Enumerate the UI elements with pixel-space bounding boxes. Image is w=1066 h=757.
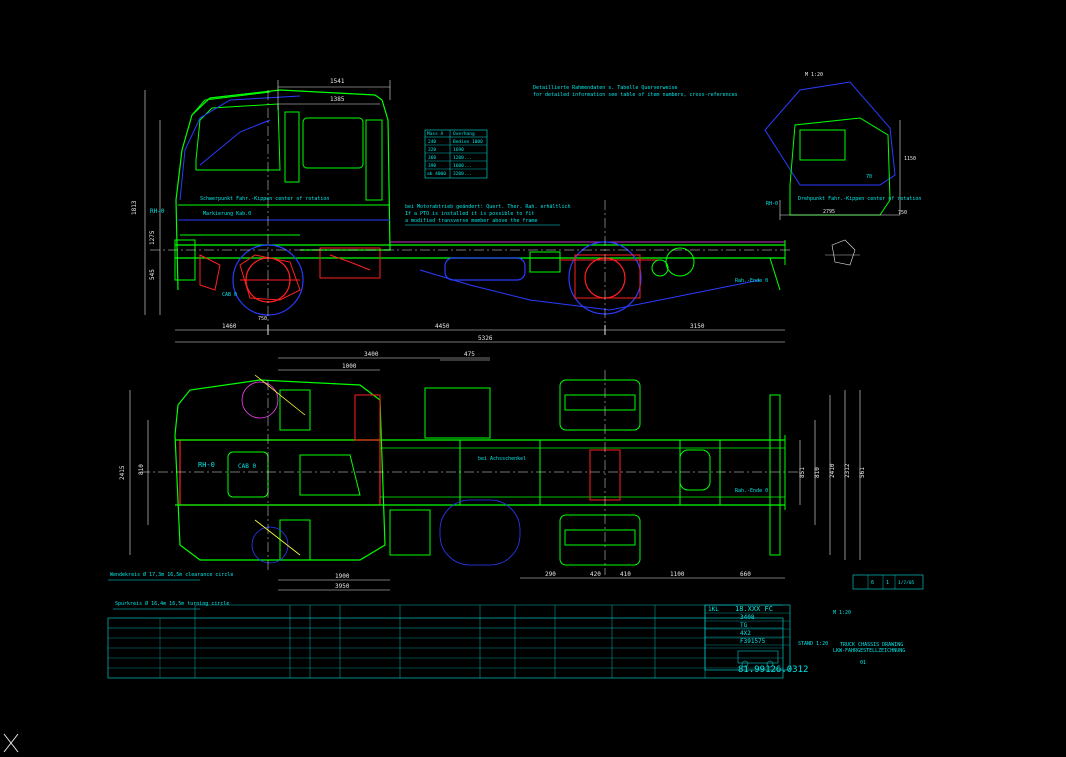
right-dim-1: 851 <box>799 467 806 478</box>
title-cell-3: TG <box>740 622 748 629</box>
title-cell-1: 1KL <box>708 606 719 613</box>
ucs-icon <box>3 733 19 753</box>
bottom-dim-7: 660 <box>740 571 751 578</box>
tilt-angle: 70 <box>866 174 872 180</box>
top-label-rh0: RH-0 <box>198 461 215 469</box>
sheet-number: 01 <box>860 660 866 666</box>
label-frame-end: Rah.-Ende 0 <box>735 278 768 284</box>
dim-bottom-5: 750 <box>258 316 267 322</box>
dim-left-3: 545 <box>149 269 156 280</box>
top-label-cab0: CAB 0 <box>238 463 256 470</box>
top-label-axle: bei Achsschenkel <box>478 456 526 462</box>
right-dim-2: 810 <box>814 467 821 478</box>
table-row-1-a: 240 <box>428 139 436 145</box>
rev-box-3: 1/7/05 <box>898 580 915 586</box>
top-dim-1: 3400 <box>364 351 379 358</box>
revision-note: STAND 1:20 <box>798 641 828 647</box>
drawing-sub: LKW-FAHRGESTELLZEICHNUNG <box>833 648 905 654</box>
table-row-5-a: ab 4000 <box>427 171 446 177</box>
table-row-3-b: 1200... <box>453 155 472 161</box>
dim-bottom-1: 1460 <box>222 323 237 330</box>
table-row-2-a: 320 <box>428 147 436 153</box>
dim-top-1: 1541 <box>330 78 345 85</box>
top-label-frame-end: Rah.-Ende 0 <box>735 488 768 494</box>
dim-left-1: 1813 <box>131 200 138 215</box>
tilt-scale: M 1:20 <box>805 72 823 78</box>
bottom-dim-5: 410 <box>620 571 631 578</box>
overhang-table: Mass A Overhang 240 Bedien 1000 320 1690… <box>424 129 488 179</box>
dim-bottom-2: 4450 <box>435 323 450 330</box>
table-row-4-b: 1600... <box>453 163 472 169</box>
right-dim-5: 561 <box>859 467 866 478</box>
rev-box-2: 1 <box>886 580 889 586</box>
dim-left-2: 1275 <box>149 230 156 245</box>
tilt-dim-2: 1150 <box>904 156 916 162</box>
note-line-1: bei Motorabtrieb geändert: Quert. Ther. … <box>405 204 571 210</box>
dim-top-2: 1385 <box>330 96 345 103</box>
title-cell-2: 3408 <box>740 614 755 621</box>
table-header-1: Mass A <box>427 131 444 137</box>
title-block: 1KL 18.XXX FC 3408 TG 4X2 F391575 81.991… <box>107 574 924 679</box>
cab-tilt-view: M 1:20 2795 1150 750 Drehpunkt Fahr.-Kip… <box>764 72 921 266</box>
tilt-rh0: RH-0 <box>766 201 778 207</box>
label-cab0: CAB 0 <box>222 292 237 298</box>
bottom-dim-6: 1100 <box>670 571 685 578</box>
rev-box-1: 6 <box>871 580 874 586</box>
top-dim-2: 1000 <box>342 363 357 370</box>
bottom-dim-3: 290 <box>545 571 556 578</box>
label-rh0: RH-0 <box>150 208 165 215</box>
tilt-dim-1: 2795 <box>823 209 835 215</box>
bottom-dim-2: 3950 <box>335 583 350 590</box>
label-gravity-center: Schwerpunkt Fahr.-Kippen center of rotat… <box>200 196 329 202</box>
note-line-2: If a PTO is installed it is possible to … <box>405 211 534 217</box>
tilt-center-label: Drehpunkt Fahr.-Kippen center of rotatio… <box>798 196 921 202</box>
dim-bottom-4: 3150 <box>690 323 705 330</box>
top-view: 3400 1000 475 1900 3950 290 420 410 1100… <box>108 351 866 610</box>
table-header-2: Overhang <box>453 131 475 137</box>
label-reference: Markierung Kab.0 <box>203 211 251 217</box>
bottom-dim-4: 420 <box>590 571 601 578</box>
table-row-4-a: 390 <box>428 163 436 169</box>
turning-circle-2: Spurkreis Ø 16,4m 16,5m turning circle <box>115 600 229 607</box>
top-dim-3: 475 <box>464 351 475 358</box>
table-row-5-b: 3200... <box>453 171 472 177</box>
top-note-2: for detailed information see table of it… <box>533 92 738 98</box>
bottom-dim-1: 1900 <box>335 573 350 580</box>
title-cell-5: F391575 <box>740 638 766 645</box>
side-view: 1541 1385 1813 1275 545 1460 4450 5326 3… <box>131 78 790 343</box>
note-line-3: a modified transverse member above the f… <box>405 218 537 224</box>
drawing-type: TRUCK CHASSIS DRAWING <box>840 642 903 648</box>
table-row-1-b: Bedien 1000 <box>453 139 483 145</box>
left-dim-1: 2415 <box>119 465 126 480</box>
dim-bottom-3: 5326 <box>478 335 493 342</box>
tilt-dim-3: 750 <box>898 210 907 216</box>
top-note-1: Detaillierte Rahmendaten s. Tabelle Quer… <box>533 85 678 91</box>
title-cell-4: 4X2 <box>740 630 751 637</box>
table-row-3-a: 360 <box>428 155 436 161</box>
part-number: 81.99126.0312 <box>738 665 808 675</box>
right-dim-4: 2312 <box>844 463 851 478</box>
title-model: 18.XXX FC <box>735 605 773 613</box>
left-dim-2: 810 <box>138 464 145 475</box>
scale-label: M 1:20 <box>833 610 851 616</box>
turning-circle-1: Wendekreis Ø 17,3m 16,5m clearance circl… <box>110 571 233 578</box>
table-row-2-b: 1690 <box>453 147 464 153</box>
right-dim-3: 2410 <box>829 463 836 478</box>
